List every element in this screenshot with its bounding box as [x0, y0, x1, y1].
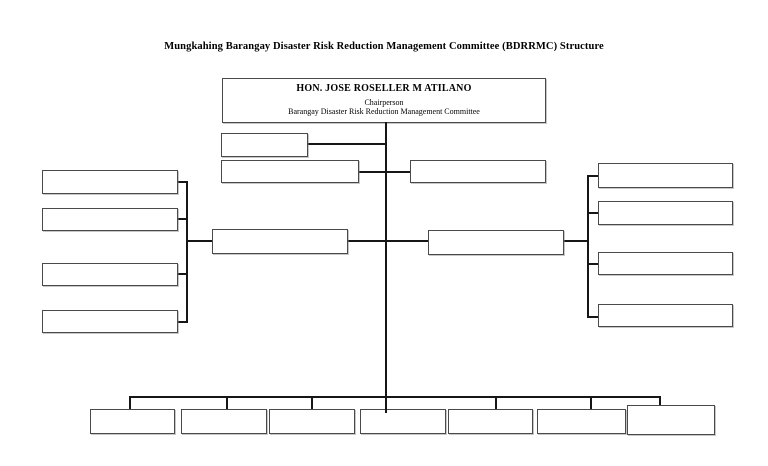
upper-left-box [221, 160, 359, 183]
connector-bottom-drop-6 [590, 396, 592, 409]
connector-left-stub-4 [177, 321, 187, 323]
chairperson-committee: Barangay Disaster Risk Reduction Managem… [288, 107, 480, 116]
bottom-row-box-1 [90, 409, 175, 434]
diagram-title: Mungkahing Barangay Disaster Risk Reduct… [164, 41, 604, 52]
upper-left-small-box [221, 133, 308, 157]
connector-bottom-drop-7 [659, 396, 661, 406]
left-column-box-4 [42, 310, 178, 333]
mid-right-box [428, 230, 564, 255]
left-column-box-2 [42, 208, 178, 231]
connector-left-stub-1 [177, 181, 187, 183]
left-column-box-1 [42, 170, 178, 194]
right-column-box-2 [598, 201, 733, 225]
bottom-row-box-5 [448, 409, 533, 434]
connector-mid-left-stub [187, 240, 213, 242]
bottom-row-box-3 [269, 409, 355, 434]
mid-left-box [212, 229, 348, 254]
chairperson-role: Chairperson [364, 98, 404, 107]
connector-right-stub-4 [588, 316, 599, 318]
connector-bottom-drop-5 [495, 396, 497, 409]
left-column-box-3 [42, 263, 178, 286]
connector-upper-left-small [308, 143, 386, 145]
connector-mid-right-stub [563, 240, 589, 242]
connector-left-stub-2 [177, 218, 187, 220]
connector-right-stub-2 [588, 212, 599, 214]
bottom-row-box-2 [181, 409, 267, 434]
chairperson-name: HON. JOSE ROSELLER M ATILANO [296, 83, 472, 94]
upper-right-box [410, 160, 546, 183]
right-column-box-1 [598, 163, 733, 188]
right-column-box-4 [598, 304, 733, 327]
connector-bottom-drop-1 [129, 396, 131, 409]
chairperson-box: HON. JOSE ROSELLER M ATILANO Chairperson… [222, 78, 546, 123]
connector-bottom-drop-3 [311, 396, 313, 409]
connector-bottom-rail [129, 396, 661, 398]
connector-right-bracket [587, 175, 589, 318]
connector-left-stub-3 [177, 273, 187, 275]
connector-right-stub-3 [588, 263, 599, 265]
right-column-box-3 [598, 252, 733, 275]
bottom-row-box-7 [627, 405, 715, 435]
bottom-row-box-6 [537, 409, 626, 434]
connector-mid-row [348, 240, 429, 242]
connector-left-bracket [186, 181, 188, 323]
connector-bottom-drop-2 [226, 396, 228, 409]
bottom-row-box-4 [360, 409, 446, 434]
connector-central-vertical [385, 122, 387, 413]
connector-right-stub-1 [588, 175, 599, 177]
